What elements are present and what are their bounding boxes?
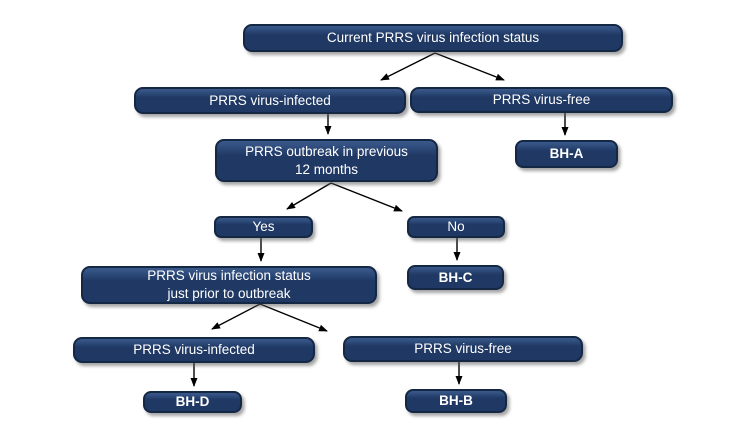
node-current-prrs-infection-status: Current PRRS virus infection status — [243, 24, 623, 52]
arrow-prior-to-free2 — [259, 303, 328, 332]
node-prrs-status-prior-to-outbreak: PRRS virus infection status just prior t… — [81, 266, 377, 304]
node-label: PRRS virus-infected — [133, 342, 255, 358]
node-label: PRRS virus-free — [414, 341, 512, 357]
node-yes: Yes — [214, 216, 313, 238]
node-label: PRRS virus-infected — [209, 92, 331, 108]
node-label: Current PRRS virus infection status — [326, 30, 540, 46]
node-prrs-virus-free-top: PRRS virus-free — [410, 87, 673, 113]
node-label: Yes — [252, 219, 275, 235]
node-bh-c: BH-C — [407, 265, 504, 290]
node-prrs-virus-free-bottom: PRRS virus-free — [343, 336, 583, 362]
node-prrs-outbreak-previous-12-months: PRRS outbreak in previous 12 months — [215, 139, 438, 182]
node-label: PRRS virus infection status just prior t… — [147, 268, 311, 301]
arrow-current-to-infected1 — [380, 52, 436, 81]
node-bh-a: BH-A — [515, 140, 618, 168]
arrow-outbreak-to-no — [330, 182, 403, 212]
node-label: BH-C — [438, 269, 473, 285]
node-label: PRRS outbreak in previous 12 months — [245, 143, 408, 177]
node-prrs-virus-infected-bottom: PRRS virus-infected — [73, 337, 315, 363]
node-label: BH-D — [175, 394, 210, 410]
arrow-outbreak-to-yes — [286, 182, 332, 210]
node-label: No — [447, 219, 465, 235]
node-label: PRRS virus-free — [492, 92, 591, 108]
node-bh-d: BH-D — [143, 391, 242, 413]
node-no: No — [407, 216, 505, 238]
arrow-current-to-free1 — [434, 52, 505, 81]
node-label: BH-A — [549, 146, 584, 162]
node-prrs-virus-infected-top: PRRS virus-infected — [134, 87, 406, 114]
node-label: BH-B — [439, 393, 473, 409]
arrow-prior-to-infected2 — [211, 303, 261, 330]
node-bh-b: BH-B — [405, 389, 507, 413]
